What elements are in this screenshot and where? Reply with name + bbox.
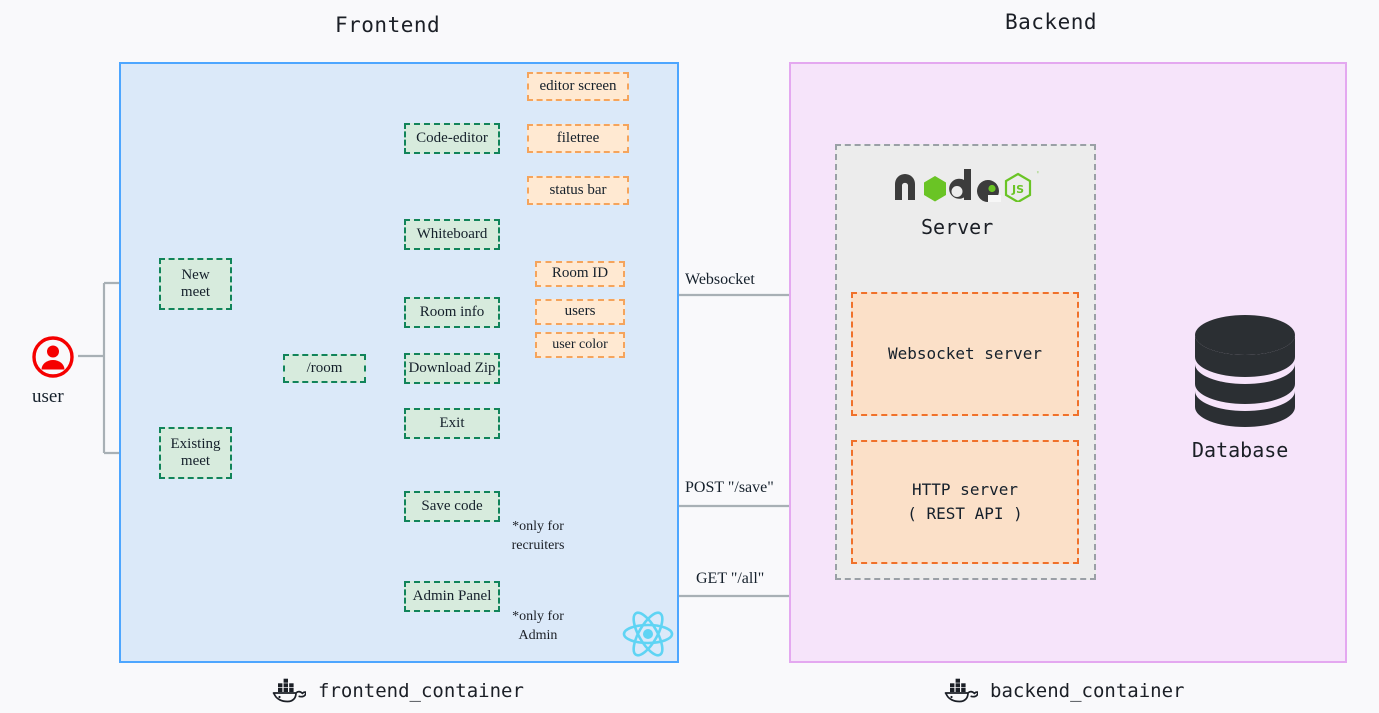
node-room-id[interactable]: Room ID: [535, 261, 625, 287]
node-user-color[interactable]: user color: [535, 332, 625, 358]
nodejs-logo-icon: JS ™: [893, 168, 1042, 204]
node-room-id-label: Room ID: [551, 265, 609, 282]
node-room-info-label: Room info: [419, 303, 485, 320]
node-http-server[interactable]: HTTP server ( REST API ): [851, 440, 1079, 564]
node-whiteboard-label: Whiteboard: [416, 225, 488, 242]
node-http-server-label: HTTP server ( REST API ): [907, 480, 1023, 523]
node-filetree-label: filetree: [556, 129, 600, 146]
database-label: Database: [1192, 438, 1289, 462]
post-save-link-label: POST "/save": [685, 479, 774, 496]
node-users-label: users: [564, 303, 596, 320]
admin-panel-note: *only for Admin: [512, 609, 564, 643]
node-save-code[interactable]: Save code: [404, 491, 500, 522]
docker-whale-icon: [944, 678, 979, 704]
node-new-meet-label: New meet: [180, 266, 211, 300]
frontend-container-caption: frontend_container: [272, 678, 524, 704]
frontend-container-region: [119, 62, 679, 663]
node-download-zip-label: Download Zip: [408, 359, 496, 376]
database-cylinder-icon: [1192, 313, 1298, 428]
node-websocket-server[interactable]: Websocket server: [851, 292, 1079, 416]
user-circle-icon: [31, 335, 75, 379]
node-filetree[interactable]: filetree: [527, 124, 629, 153]
backend-region-title: Backend: [1005, 10, 1098, 34]
node-existing-meet[interactable]: Existing meet: [159, 427, 232, 479]
node-status-bar-label: status bar: [549, 181, 607, 198]
docker-whale-icon: [272, 678, 307, 704]
node-exit[interactable]: Exit: [404, 408, 500, 439]
node-existing-meet-label: Existing meet: [170, 435, 221, 469]
frontend-container-label: frontend_container: [318, 680, 524, 702]
backend-container-caption: backend_container: [944, 678, 1184, 704]
get-all-link-label: GET "/all": [696, 570, 765, 587]
user-label: user: [32, 386, 64, 407]
node-editor-screen-label: editor screen: [539, 77, 617, 94]
node-users[interactable]: users: [535, 299, 625, 325]
node-editor-screen[interactable]: editor screen: [527, 72, 629, 101]
node-exit-label: Exit: [439, 414, 465, 431]
server-group-label: Server: [921, 215, 994, 239]
react-logo-icon: [620, 606, 676, 662]
node-download-zip[interactable]: Download Zip: [404, 353, 500, 384]
node-websocket-server-label: Websocket server: [887, 344, 1043, 363]
node-room-route[interactable]: /room: [283, 354, 366, 383]
node-admin-panel-label: Admin Panel: [412, 587, 492, 604]
node-new-meet[interactable]: New meet: [159, 258, 232, 310]
node-status-bar[interactable]: status bar: [527, 176, 629, 205]
node-code-editor-label: Code-editor: [416, 129, 488, 146]
node-room-info[interactable]: Room info: [404, 297, 500, 328]
websocket-link-label: Websocket: [685, 271, 755, 288]
node-whiteboard[interactable]: Whiteboard: [404, 219, 500, 250]
node-user-color-label: user color: [552, 336, 608, 352]
svg-text:JS: JS: [1011, 183, 1024, 196]
backend-container-label: backend_container: [990, 680, 1185, 702]
node-code-editor[interactable]: Code-editor: [404, 123, 500, 154]
frontend-region-title: Frontend: [335, 13, 441, 37]
node-admin-panel[interactable]: Admin Panel: [404, 581, 500, 612]
node-save-code-label: Save code: [421, 497, 483, 514]
svg-text:™: ™: [1036, 171, 1039, 178]
node-room-route-label: /room: [306, 359, 343, 376]
save-code-note: *only for recruiters: [511, 519, 565, 553]
